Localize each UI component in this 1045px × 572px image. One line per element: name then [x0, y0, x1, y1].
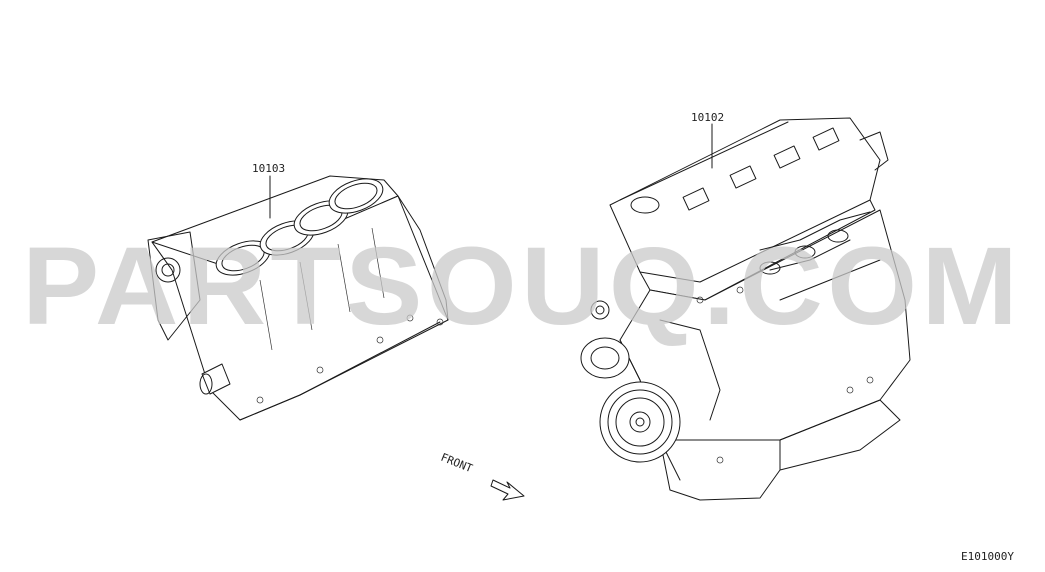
front-label: FRONT	[439, 451, 475, 476]
front-direction-indicator: FRONT	[439, 451, 525, 501]
short-block-part-number[interactable]: 10103	[252, 162, 285, 175]
short-block-illustration[interactable]	[147, 172, 449, 421]
watermark-text: PARTSOUQ.COM	[22, 225, 1022, 348]
engine-assembly-illustration[interactable]	[580, 117, 911, 501]
engine-assembly-part-number[interactable]: 10102	[691, 111, 724, 124]
figure-code: E101000Y	[961, 550, 1014, 563]
front-arrow-icon	[490, 479, 525, 501]
